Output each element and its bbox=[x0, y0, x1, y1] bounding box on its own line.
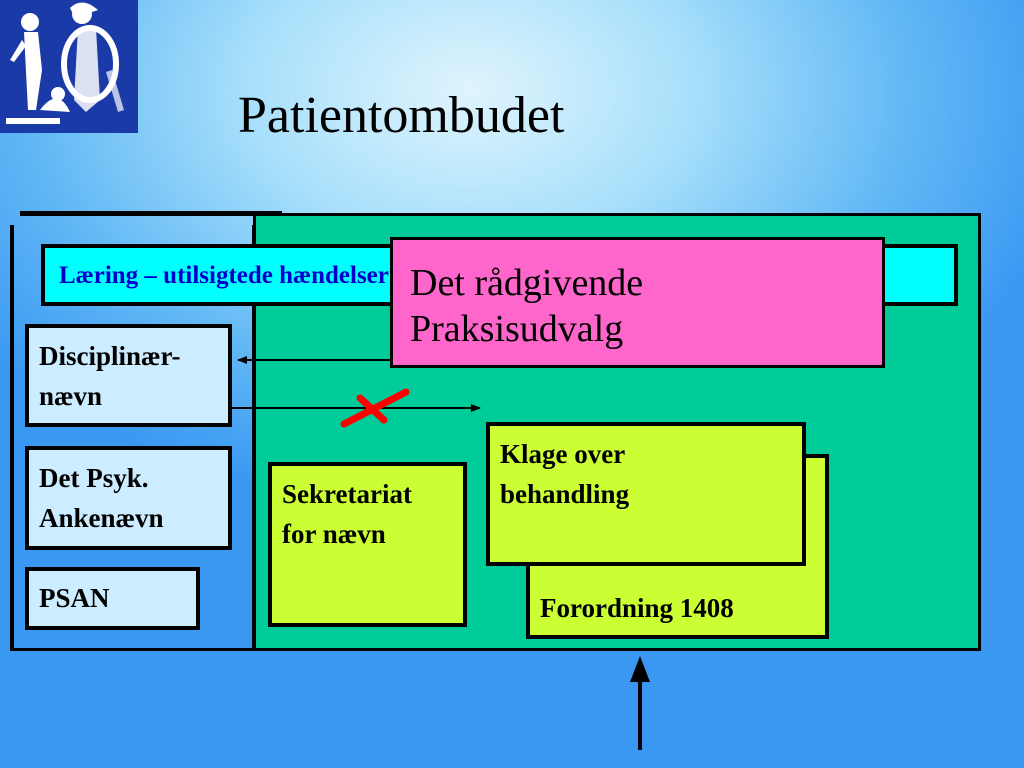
slide-title: Patientombudet bbox=[238, 87, 565, 144]
praksisudvalg-box: Det rådgivende Praksisudvalg bbox=[390, 237, 885, 368]
psyk-line-1: Det Psyk. bbox=[39, 463, 149, 493]
praksisudvalg-line-2: Praksisudvalg bbox=[410, 308, 624, 350]
klage-line-2: behandling bbox=[500, 479, 630, 509]
sekretariat-line-2: for nævn bbox=[282, 519, 386, 549]
sekretariat-line-1: Sekretariat bbox=[282, 479, 412, 509]
praksisudvalg-line-1: Det rådgivende bbox=[410, 262, 644, 304]
left-panel-frame bbox=[10, 225, 255, 651]
sekretariat-box: Sekretariat for nævn bbox=[268, 462, 467, 627]
top-divider-line bbox=[20, 211, 282, 216]
klage-line-1: Klage over bbox=[500, 439, 626, 469]
klage-box: Klage over behandling bbox=[486, 422, 806, 566]
laering-bar-label: Læring – utilsigtede hændelser bbox=[59, 262, 389, 289]
logo bbox=[0, 0, 138, 133]
psyk-line-2: Ankenævn bbox=[39, 503, 164, 533]
psan-box: PSAN bbox=[25, 567, 200, 630]
arrow-up-head bbox=[630, 656, 650, 682]
psyk-ankenaevn-box: Det Psyk. Ankenævn bbox=[25, 446, 232, 550]
forordning-label: Forordning 1408 bbox=[540, 593, 734, 623]
greek-warriors-logo-icon bbox=[0, 0, 138, 133]
psan-label: PSAN bbox=[39, 583, 110, 613]
disciplinaer-line-1: Disciplinær- bbox=[39, 341, 181, 371]
disciplinaer-naevn-box: Disciplinær- nævn bbox=[25, 324, 232, 427]
disciplinaer-line-2: nævn bbox=[39, 381, 103, 411]
